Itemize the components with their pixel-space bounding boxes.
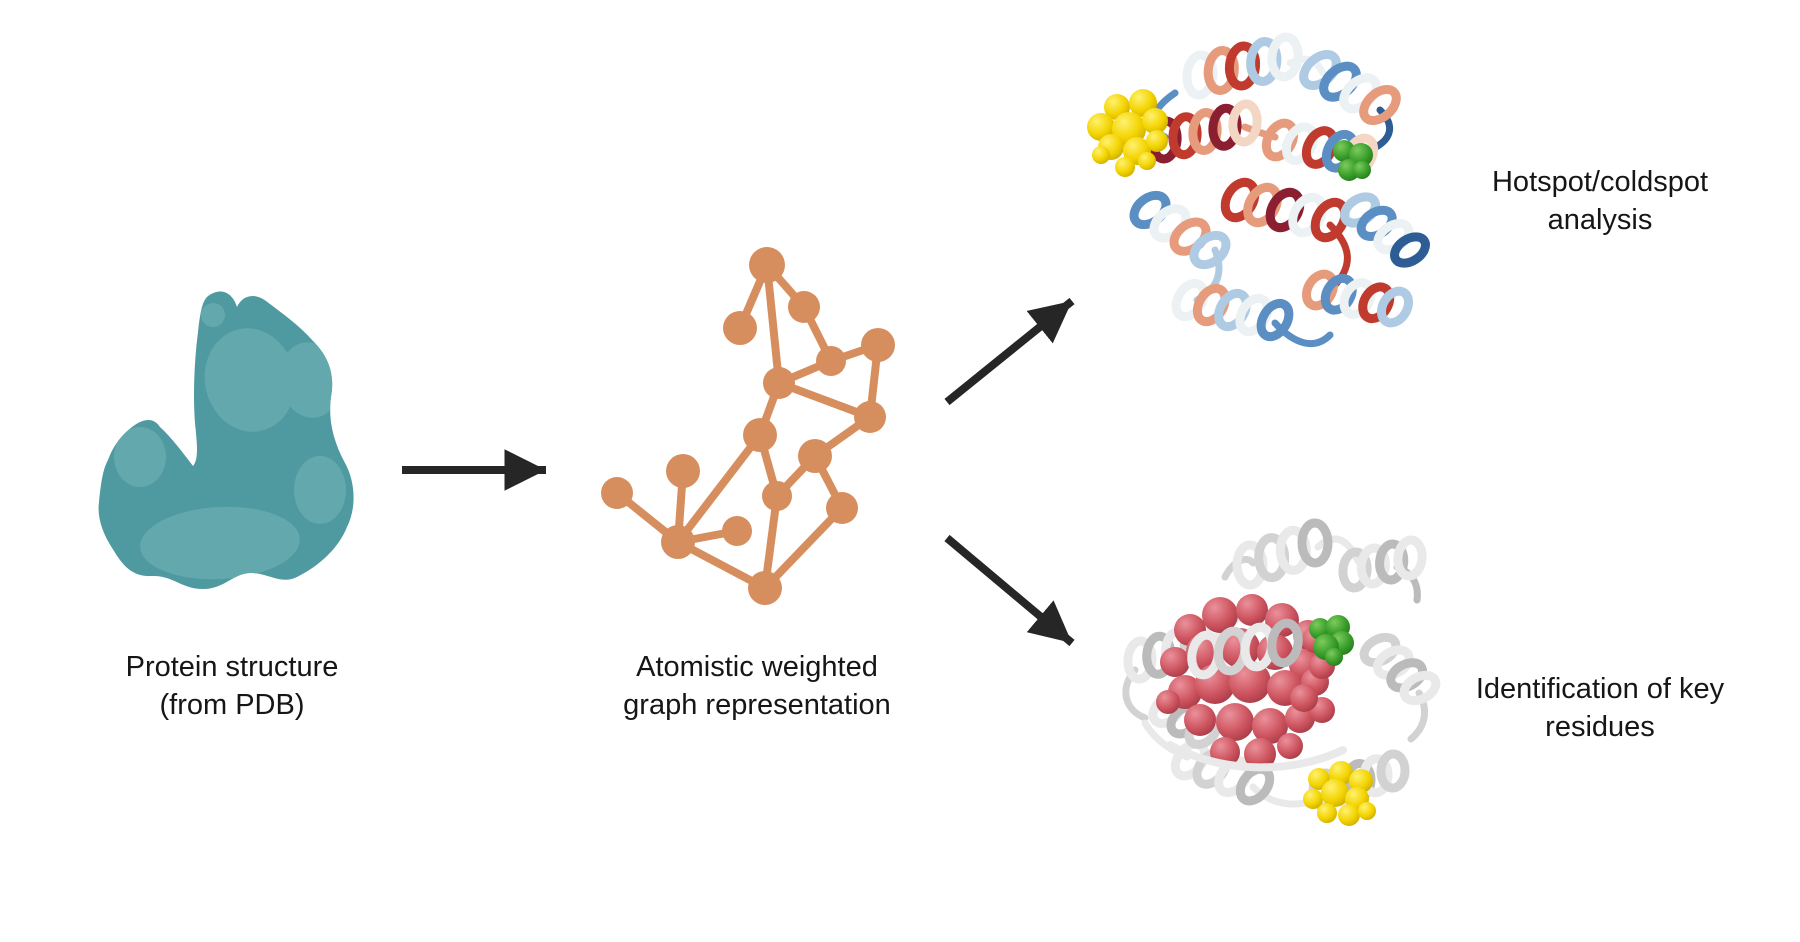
blob-highlights xyxy=(114,303,346,580)
hotspot-ribbons xyxy=(1129,32,1430,347)
gray-ribbon-overlay xyxy=(1166,618,1347,772)
protein-structure-label: Protein structure (from PDB) xyxy=(126,648,339,724)
graph-node xyxy=(749,247,785,283)
graph-node xyxy=(854,401,886,433)
graph-node xyxy=(788,291,820,323)
graph-node xyxy=(762,481,792,511)
graph-node xyxy=(601,477,633,509)
graph-node xyxy=(798,439,832,473)
graph-node xyxy=(748,571,782,605)
key-green-residue-cluster xyxy=(1309,615,1354,666)
graph-node xyxy=(826,492,858,524)
arrow-down-right xyxy=(944,534,1075,647)
hotspot-green-residue-cluster xyxy=(1333,140,1373,181)
graph-node xyxy=(743,418,777,452)
hotspot-analysis-label: Hotspot/coldspot analysis xyxy=(1492,163,1708,239)
protein-structure-label-line1: Protein structure xyxy=(125,651,339,683)
key-yellow-residue-cluster xyxy=(1303,761,1376,826)
hotspot-coldspot-protein-illustration xyxy=(1087,32,1430,347)
hotspot-analysis-label-line2: analysis xyxy=(1547,204,1653,236)
graph-nodes xyxy=(601,247,895,605)
graph-node xyxy=(661,525,695,559)
arrow-up-right xyxy=(944,297,1075,406)
graph-node xyxy=(722,516,752,546)
graph-node xyxy=(861,328,895,362)
key-residues-protein-illustration xyxy=(1122,518,1441,826)
graph-representation-label-line1: Atomistic weighted xyxy=(636,651,878,683)
key-residues-label: Identification of key residues xyxy=(1476,670,1724,746)
key-residues-label-line1: Identification of key xyxy=(1475,673,1725,705)
key-residues-label-line2: residues xyxy=(1545,711,1655,743)
protein-structure-label-line2: (from PDB) xyxy=(159,689,305,721)
hotspot-yellow-residue-cluster xyxy=(1087,89,1168,177)
graph-node xyxy=(816,346,846,376)
graph-node xyxy=(763,367,795,399)
atomistic-graph-illustration xyxy=(601,247,895,605)
protein-structure-illustration xyxy=(98,291,354,589)
graph-representation-label-line2: graph representation xyxy=(623,689,891,721)
graph-representation-label: Atomistic weighted graph representation xyxy=(623,648,891,724)
graph-node xyxy=(666,454,700,488)
graph-node xyxy=(723,311,757,345)
hotspot-analysis-label-line1: Hotspot/coldspot xyxy=(1491,166,1709,198)
